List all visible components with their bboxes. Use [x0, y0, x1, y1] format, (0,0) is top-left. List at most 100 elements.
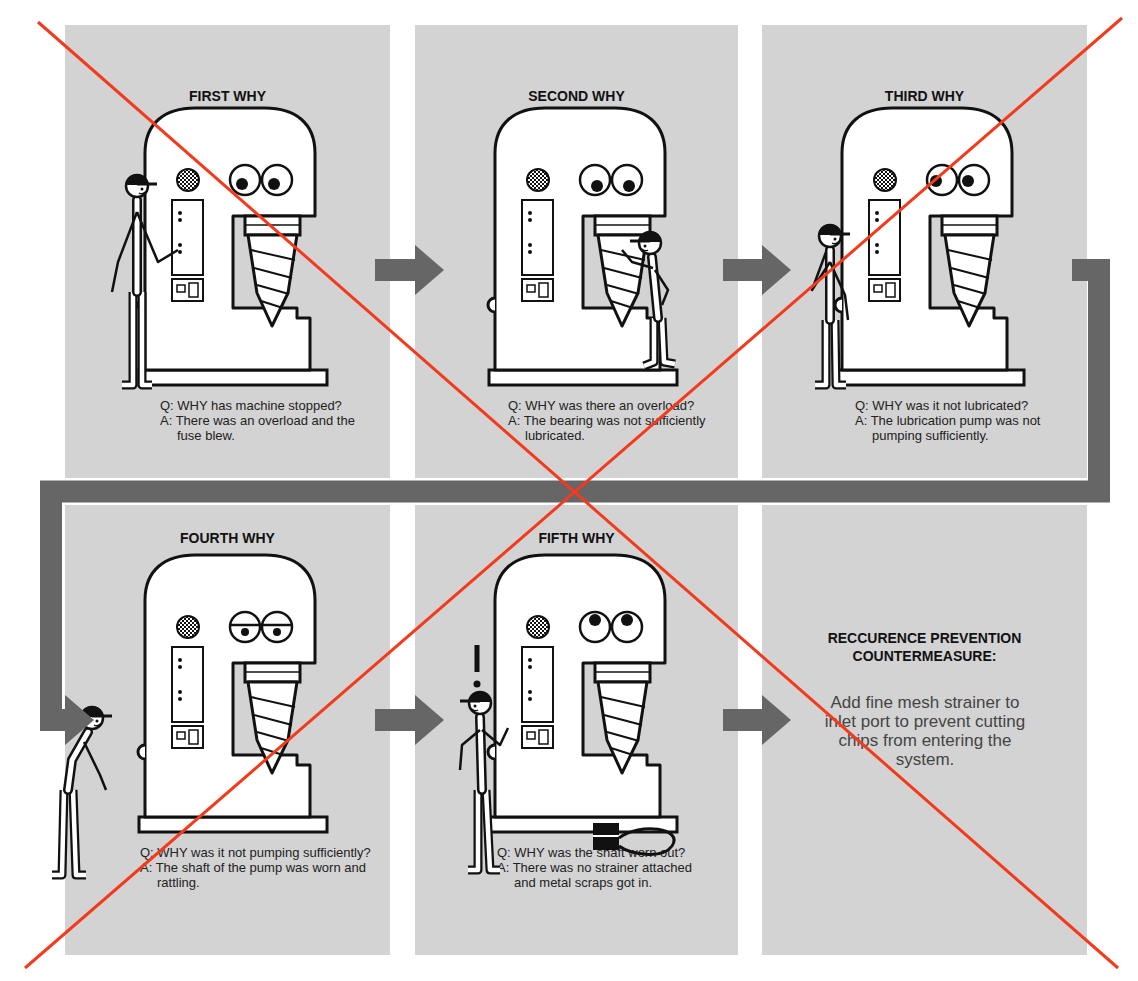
- illustration-part: [830, 233, 850, 236]
- illustration-part: [528, 697, 532, 701]
- illustration-part: [875, 250, 879, 254]
- stick-figure: [622, 231, 675, 366]
- illustration-part: [595, 663, 650, 682]
- question-answer: Q: WHY was the shaft worn out?: [497, 845, 712, 860]
- illustration-part: [68, 732, 88, 790]
- illustration-part: [630, 240, 650, 243]
- illustration-part: [178, 243, 182, 247]
- illustration-part: [189, 283, 198, 297]
- countermeasure-text: Add fine mesh strainer to inlet port to …: [824, 693, 1026, 769]
- illustration-part: [137, 183, 157, 186]
- illustration-part: [245, 216, 300, 235]
- panel-heading: SECOND WHY: [415, 87, 738, 105]
- illustration-part: [595, 216, 650, 235]
- illustration-part: [832, 242, 838, 244]
- why-panel: RECCURENCE PREVENTION COUNTERMEASURE:Add…: [762, 505, 1087, 955]
- illustration-part: [527, 616, 549, 638]
- illustration-part: [522, 647, 553, 722]
- exclamation-mark: [474, 681, 481, 688]
- illustration-part: [830, 262, 848, 320]
- illustration-part: [869, 279, 900, 301]
- illustration-part: [528, 211, 532, 215]
- illustration-part: [178, 218, 182, 222]
- illustration-part: [886, 283, 895, 297]
- illustration-part: [639, 231, 661, 242]
- illustration-part: [598, 682, 647, 773]
- exclamation-mark: [475, 645, 480, 672]
- illustration-part: [172, 200, 203, 275]
- why-panel: FIRST WHYQ: WHY has machine stopped?A: T…: [65, 25, 390, 478]
- illustration-part: [178, 658, 182, 662]
- illustration-part: [522, 279, 553, 301]
- illustration-part: [489, 817, 677, 832]
- why-panel: FIFTH WHY Q: WHY was the shaft worn out?A…: [415, 505, 738, 955]
- stick-figure: [112, 174, 178, 385]
- illustration-part: [251, 250, 295, 308]
- illustration-part: [126, 174, 148, 185]
- illustration-part: [460, 700, 480, 703]
- question-answer: Q: WHY was it not pumping sufficiently?: [140, 845, 380, 860]
- panel-heading: FIFTH WHY: [415, 529, 738, 547]
- illustration-part: [595, 224, 650, 226]
- illustration-part: [469, 691, 491, 702]
- illustration-part: [139, 192, 145, 194]
- illustration-part: [495, 108, 665, 370]
- illustration-part: [68, 732, 88, 790]
- illustration-part: [268, 178, 280, 190]
- illustration-part: [942, 224, 997, 226]
- illustration-part: [145, 555, 315, 817]
- illustration-part: [189, 730, 198, 744]
- illustration-part: [828, 250, 833, 320]
- illustration-part: [142, 292, 152, 385]
- illustration-part: [96, 720, 99, 723]
- illustration-part: [262, 612, 292, 642]
- illustration-part: [52, 790, 64, 875]
- illustration-part: [469, 692, 491, 714]
- illustration-part: [662, 318, 675, 364]
- illustration-part: [815, 320, 826, 385]
- illustration-part: [644, 318, 654, 366]
- question-answer: Q: WHY was it not lubricated?: [855, 398, 1060, 413]
- illustration-part: [135, 200, 140, 292]
- illustration-part: [468, 790, 478, 870]
- why-panel: FOURTH WHYQ: WHY was it not pumping suff…: [65, 505, 390, 955]
- question-answer: A: There was no strainer attached and me…: [497, 860, 712, 890]
- illustration-part: [236, 178, 248, 190]
- illustration-part: [245, 663, 300, 682]
- illustration-part: [482, 728, 508, 745]
- illustration-part: [642, 249, 648, 251]
- panel-body: Q: WHY was it not pumping sufficiently?A…: [140, 845, 380, 890]
- illustration-part: [248, 235, 297, 326]
- illustration-part: [652, 257, 658, 318]
- illustration-part: [177, 616, 199, 638]
- illustration-part: [589, 614, 601, 626]
- stick-figure: [812, 224, 850, 385]
- panel-heading: FIRST WHY: [65, 87, 390, 105]
- illustration-part: [644, 245, 647, 248]
- illustration-part: [601, 250, 645, 308]
- illustration-part: [528, 243, 532, 247]
- illustration-part: [73, 790, 86, 875]
- illustration-part: [539, 283, 548, 297]
- illustration-part: [84, 742, 106, 790]
- illustration-part: [522, 200, 553, 275]
- illustration-part: [580, 612, 610, 642]
- illustration-part: [245, 224, 300, 226]
- illustration-part: [948, 250, 992, 308]
- question-answer: A: The lubrication pump was not pumping …: [855, 413, 1060, 443]
- illustration-part: [132, 200, 142, 292]
- illustration-part: [580, 165, 610, 195]
- illustration-part: [488, 298, 495, 312]
- illustration-part: [835, 320, 846, 385]
- illustration-part: [262, 165, 292, 195]
- illustration-part: [623, 180, 635, 192]
- illustration-part: [245, 671, 300, 673]
- illustration-part: [139, 370, 327, 385]
- drill-press: [835, 108, 1024, 385]
- illustration-part: [178, 690, 182, 694]
- hose-symbol: [619, 829, 674, 855]
- illustration-part: [959, 165, 989, 195]
- question-answer: Q: WHY was there an overload?: [508, 398, 713, 413]
